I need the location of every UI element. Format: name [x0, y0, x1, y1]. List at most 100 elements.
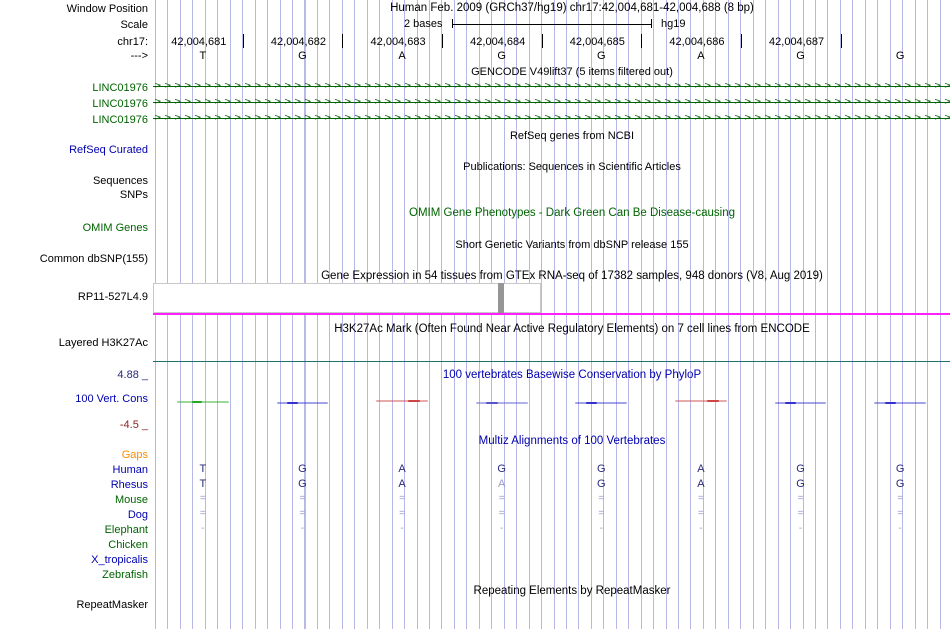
gene-strand-arrow: >: [304, 113, 312, 123]
gene-strand-arrow: >: [434, 81, 442, 91]
gene-strand-arrow: >: [184, 81, 192, 91]
gene-strand-arrow: >: [824, 97, 832, 107]
label-layered-h3k27ac[interactable]: Layered H3K27Ac: [58, 337, 148, 349]
label-gencode-item-2[interactable]: LINC01976: [92, 114, 148, 126]
ruler-position-label: 42,004,682: [270, 36, 326, 48]
label-species-x-tropicalis[interactable]: X_tropicalis: [91, 554, 148, 566]
label-species-rhesus[interactable]: Rhesus: [110, 479, 148, 491]
gene-strand-arrow: >: [734, 97, 742, 107]
gene-strand-arrow: >: [924, 81, 932, 91]
gene-strand-arrow: >: [464, 113, 472, 123]
gene-strand-arrow: >: [644, 97, 652, 107]
label-100-vert-cons[interactable]: 100 Vert. Cons: [75, 393, 148, 405]
gene-strand-arrow: >: [814, 81, 822, 91]
phylop-bar: [675, 400, 727, 403]
scale-bar: [452, 24, 652, 25]
label-gencode-item-1[interactable]: LINC01976: [92, 98, 148, 110]
gtex-graph-box[interactable]: [153, 283, 541, 313]
gene-strand-arrow: >: [504, 113, 512, 123]
gene-strand-arrow: >: [664, 97, 672, 107]
gene-strand-arrow: >: [714, 81, 722, 91]
phylop-bar-core: [785, 401, 797, 404]
phylop-bar-core: [707, 400, 719, 403]
gene-strand-arrow: >: [334, 113, 342, 123]
multiz-base-rhesus: G: [597, 478, 606, 490]
gene-strand-arrow: >: [914, 113, 922, 123]
gene-strand-arrow: >: [244, 113, 252, 123]
gene-strand-arrow: >: [414, 81, 422, 91]
gene-strand-arrow: >: [944, 97, 950, 107]
gene-strand-arrow: >: [164, 97, 172, 107]
label-snps[interactable]: SNPs: [119, 189, 148, 201]
label-species-mouse[interactable]: Mouse: [114, 494, 148, 506]
label-gtex-gene[interactable]: RP11-527L4.9: [77, 291, 148, 303]
gene-row-linc01976-1[interactable]: >>>>>>>>>>>>>>>>>>>>>>>>>>>>>>>>>>>>>>>>…: [153, 97, 950, 108]
gene-strand-arrow: >: [214, 97, 222, 107]
label-chrom: chr17:: [117, 36, 148, 48]
gene-row-linc01976-2[interactable]: >>>>>>>>>>>>>>>>>>>>>>>>>>>>>>>>>>>>>>>>…: [153, 113, 950, 124]
gene-strand-arrow: >: [754, 113, 762, 123]
ruler-base-letter: A: [398, 50, 406, 62]
gene-strand-arrow: >: [194, 97, 202, 107]
gene-strand-arrow: >: [184, 97, 192, 107]
gene-strand-arrow: >: [164, 113, 172, 123]
label-common-dbsnp[interactable]: Common dbSNP(155): [39, 253, 148, 265]
label-refseq-curated[interactable]: RefSeq Curated: [69, 144, 148, 156]
ruler-base-letter: A: [697, 50, 705, 62]
gene-strand-arrow: >: [254, 81, 262, 91]
track-title-dbsnp: Short Genetic Variants from dbSNP releas…: [455, 239, 689, 251]
gene-strand-arrow: >: [334, 81, 342, 91]
gene-strand-arrow: >: [474, 97, 482, 107]
gene-strand-arrow: >: [794, 97, 802, 107]
gene-strand-arrow: >: [604, 81, 612, 91]
label-species-elephant[interactable]: Elephant: [104, 524, 148, 536]
gene-strand-arrow: >: [884, 97, 892, 107]
ruler-position-label: 42,004,686: [669, 36, 725, 48]
gene-strand-arrow: >: [474, 113, 482, 123]
label-species-human[interactable]: Human: [112, 464, 148, 476]
gene-row-linc01976-0[interactable]: >>>>>>>>>>>>>>>>>>>>>>>>>>>>>>>>>>>>>>>>…: [153, 81, 950, 92]
h3k27ac-baseline: [153, 361, 950, 362]
gene-strand-arrow: >: [824, 113, 832, 123]
gene-strand-arrow: >: [794, 113, 802, 123]
gene-strand-arrow: >: [684, 113, 692, 123]
label-species-dog[interactable]: Dog: [127, 509, 148, 521]
multiz-base-mouse: =: [399, 493, 405, 504]
track-title-repeatmasker: Repeating Elements by RepeatMasker: [473, 585, 671, 597]
track-title-publications: Publications: Sequences in Scientific Ar…: [463, 161, 681, 173]
multiz-base-human: T: [199, 463, 207, 475]
gene-strand-arrow: >: [494, 97, 502, 107]
label-gencode-item-0[interactable]: LINC01976: [92, 82, 148, 94]
multiz-base-human: G: [298, 463, 307, 475]
label-repeatmasker[interactable]: RepeatMasker: [76, 599, 148, 611]
label-omim-genes[interactable]: OMIM Genes: [82, 222, 148, 234]
gene-strand-arrow: >: [774, 81, 782, 91]
gene-strand-arrow: >: [934, 97, 942, 107]
label-gaps[interactable]: Gaps: [121, 449, 148, 461]
gene-strand-arrow: >: [794, 81, 802, 91]
multiz-base-rhesus: A: [398, 478, 406, 490]
gene-strand-arrow: >: [324, 97, 332, 107]
gene-strand-arrow: >: [614, 81, 622, 91]
label-species-chicken[interactable]: Chicken: [108, 539, 148, 551]
gene-strand-arrow: >: [524, 113, 532, 123]
gene-strand-arrow: >: [704, 97, 712, 107]
gene-strand-arrow: >: [584, 113, 592, 123]
gene-strand-arrow: >: [544, 97, 552, 107]
label-strand: --->: [130, 50, 148, 62]
gene-strand-arrow: >: [214, 113, 222, 123]
gene-strand-arrow: >: [924, 113, 932, 123]
gene-strand-arrow: >: [864, 113, 872, 123]
phylop-bar: [575, 401, 628, 404]
track-data-area[interactable]: Human Feb. 2009 (GRCh37/hg19) chr17:42,0…: [153, 0, 950, 629]
gene-strand-arrow: >: [454, 97, 462, 107]
gtex-expression-bar[interactable]: [498, 283, 504, 313]
label-species-zebrafish[interactable]: Zebrafish: [102, 569, 148, 581]
multiz-base-human: A: [697, 463, 705, 475]
track-title-refseq: RefSeq genes from NCBI: [509, 130, 635, 142]
phylop-conservation-wiggle[interactable]: [153, 396, 950, 407]
gene-strand-arrow: >: [814, 97, 822, 107]
gene-strand-arrow: >: [574, 81, 582, 91]
gene-strand-arrow: >: [354, 81, 362, 91]
label-sequences[interactable]: Sequences: [92, 175, 148, 187]
